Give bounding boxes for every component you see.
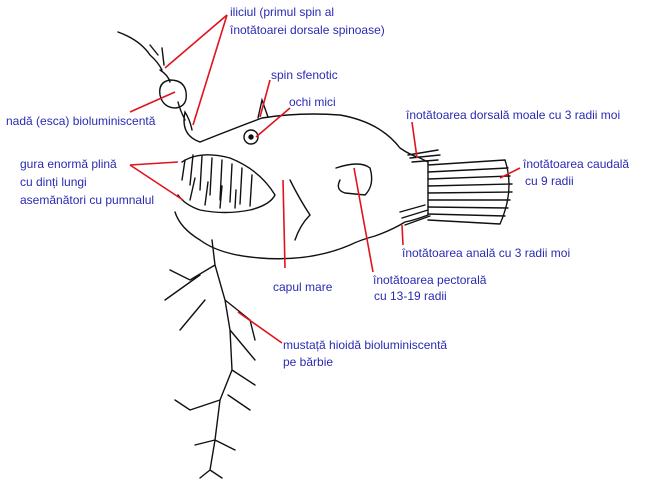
teeth (181, 154, 253, 209)
label-eyes: ochi mici (289, 95, 336, 109)
label-esca: nadă (esca) bioluminiscentă (6, 114, 156, 128)
label-illicium-1: iliciul (primul spin al (230, 5, 335, 19)
illicium (117, 31, 201, 143)
label-pectoral-2: cu 13-19 radii (374, 289, 447, 303)
label-illicium-2: înotătoarei dorsale spinoase) (230, 23, 385, 37)
leader-spin (259, 79, 271, 118)
leader-esca (129, 91, 176, 113)
label-barbel-1: mustață hioidă bioluminiscentă (283, 338, 448, 352)
esca (159, 79, 187, 109)
pectoral-fin (335, 163, 373, 196)
label-sphenotic-spine: spin sfenotic (271, 68, 338, 82)
label-mouth-2: cu dinți lungi (20, 175, 87, 189)
label-soft-dorsal: înotătoarea dorsală moale cu 3 radii moi (406, 108, 621, 122)
anal-fin (399, 204, 431, 226)
leader-dorsal (411, 121, 418, 159)
caudal-fin (427, 159, 513, 225)
leader-mouth-1 (129, 161, 179, 166)
leader-eye (255, 107, 291, 138)
leader-illicium-1 (164, 14, 228, 69)
label-caudal-1: înotătoarea caudală (523, 157, 630, 171)
leader-illicium-2 (192, 14, 228, 126)
label-head: capul mare (273, 280, 333, 294)
label-pectoral-1: înotătoarea pectorală (373, 273, 487, 287)
fish-body (174, 113, 429, 260)
leader-head (282, 179, 286, 269)
leader-mouth-2 (129, 164, 184, 201)
leader-pectoral (353, 167, 374, 273)
leader-anal (401, 224, 404, 246)
label-mouth-1: gura enormă plină (20, 157, 117, 171)
spin-sfenotic (257, 97, 269, 119)
label-caudal-2: cu 9 radii (525, 174, 574, 188)
leader-caudal (499, 167, 521, 179)
hyoid-barbel (164, 239, 256, 479)
jaw (177, 154, 276, 214)
leader-barbel (237, 311, 283, 344)
label-anal: înotătoarea anală cu 3 radii moi (402, 246, 571, 260)
label-mouth-3: asemănători cu pumnalul (20, 193, 155, 207)
soft-dorsal-fin (407, 149, 441, 163)
eye (243, 129, 259, 145)
label-barbel-2: pe bărbie (283, 355, 334, 369)
